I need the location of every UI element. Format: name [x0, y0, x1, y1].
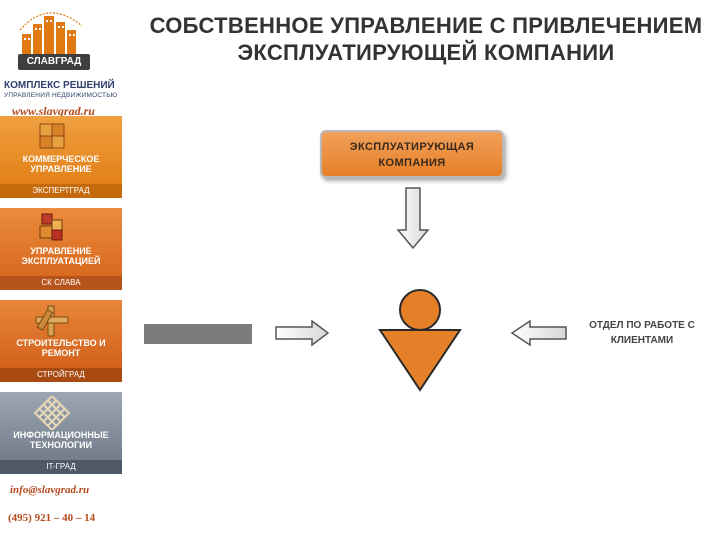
tile-commercial-management[interactable]: КОММЕРЧЕСКОЕ УПРАВЛЕНИЕ ЭКСПЕРТГРАД [0, 116, 122, 198]
slavgrad-logo [19, 12, 83, 58]
brand-subtitle: УПРАВЛЕНИЯ НЕДВИЖИМОСТЬЮ [4, 92, 118, 99]
gray-block [144, 324, 252, 344]
tile-operations-management[interactable]: УПРАВЛЕНИЕ ЭКСПЛУАТАЦИЕЙ СК СЛАВА [0, 208, 122, 290]
sidebar: СЛАВГРАД КОМПЛЕКС РЕШЕНИЙ УПРАВЛЕНИЯ НЕД… [0, 0, 124, 540]
down-arrow [396, 187, 430, 250]
brand-title: КОМПЛЕКС РЕШЕНИЙ [4, 80, 115, 91]
tile-title: УПРАВЛЕНИЕ ЭКСПЛУАТАЦИЕЙ [21, 246, 101, 266]
lattice-puzzle-icon [33, 396, 71, 430]
tile-subtitle: IT-ГРАД [0, 460, 122, 474]
tile-information-technology[interactable]: ИНФОРМАЦИОННЫЕ ТЕХНОЛОГИИ IT-ГРАД [0, 392, 122, 474]
puzzle-cubes-icon [39, 123, 65, 149]
logo-name: СЛАВГРАД [18, 54, 90, 70]
tile-subtitle: СК СЛАВА [0, 276, 122, 290]
phone-number: (495) 921 – 40 – 14 [8, 512, 96, 524]
tile-construction-repair[interactable]: СТРОИТЕЛЬСТВО И РЕМОНТ СТРОЙГРАД [0, 300, 122, 382]
right-arrow [275, 319, 330, 347]
email-link[interactable]: info@slavgrad.ru [10, 484, 90, 496]
tile-title: КОММЕРЧЕСКОЕ УПРАВЛЕНИЕ [22, 154, 100, 174]
slide-title: СОБСТВЕННОЕ УПРАВЛЕНИЕ С ПРИВЛЕЧЕНИЕМ ЭК… [149, 13, 703, 65]
operator-company-box: ЭКСПЛУАТИРУЮЩАЯ КОМПАНИЯ [320, 130, 504, 178]
tile-subtitle: ЭКСПЕРТГРАД [0, 184, 122, 198]
person-figure-icon [378, 289, 462, 392]
puzzle-blocks-icon [39, 213, 63, 241]
website-link[interactable]: www.slavgrad.ru [12, 104, 95, 118]
client-department-label: ОТДЕЛ ПО РАБОТЕ С КЛИЕНТАМИ [589, 320, 695, 346]
tile-title: ИНФОРМАЦИОННЫЕ ТЕХНОЛОГИИ [13, 430, 109, 450]
left-arrow [510, 319, 567, 347]
tile-title: СТРОИТЕЛЬСТВО И РЕМОНТ [16, 338, 106, 358]
wooden-knot-puzzle-icon [35, 305, 69, 337]
tile-subtitle: СТРОЙГРАД [0, 368, 122, 382]
